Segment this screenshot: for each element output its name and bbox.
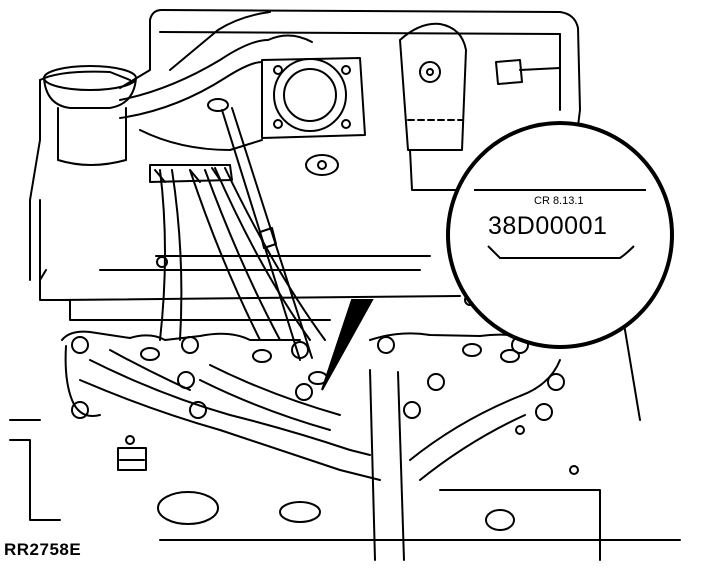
breather-hoses <box>119 11 271 151</box>
figure-reference-code: RR2758E <box>4 540 82 559</box>
rocker-cover <box>39 199 461 321</box>
exhaust-manifold-left <box>61 330 351 471</box>
intake-plenum <box>29 9 581 281</box>
stamp-outline <box>487 245 635 259</box>
exhaust-manifold-right <box>339 332 565 561</box>
oil-filler-cap <box>43 65 137 166</box>
throttle-body <box>261 34 366 176</box>
callout-circle: CR 8.13.1 38D00001 <box>446 121 674 349</box>
plenum-bracket <box>399 22 561 151</box>
spark-plug-leads <box>149 164 326 341</box>
callout-label: CR 8.13.1 <box>534 195 584 207</box>
dipstick <box>207 98 313 361</box>
callout-part-number: 38D00001 <box>488 212 607 240</box>
callout-pointer <box>321 299 374 391</box>
